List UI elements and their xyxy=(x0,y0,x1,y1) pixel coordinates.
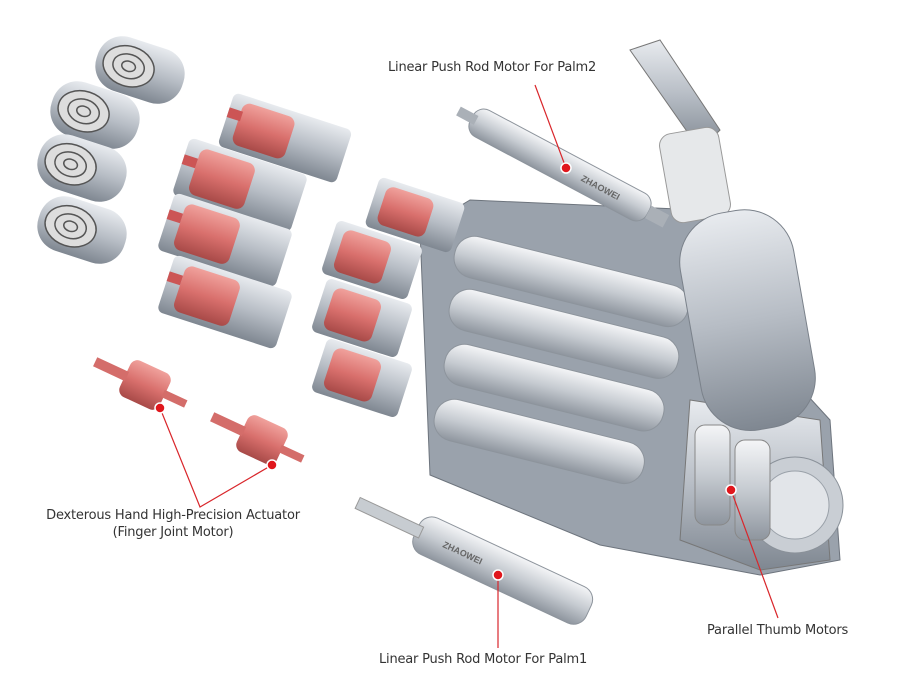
label-thumb-motors: Parallel Thumb Motors xyxy=(707,623,849,638)
label-palm1-motor: Linear Push Rod Motor For Palm1 xyxy=(379,652,588,667)
hand-palm-body xyxy=(419,199,844,576)
callout-lines xyxy=(159,84,779,648)
finger-joint-motor-1 xyxy=(93,357,188,410)
finger-segment-modules xyxy=(158,93,352,349)
label-actuator-line2: (Finger Joint Motor) xyxy=(112,525,234,540)
label-actuator-line1: Dexterous Hand High-Precision Actuator xyxy=(46,508,300,523)
fingertip-pads xyxy=(37,36,185,264)
base-joint-modules xyxy=(312,177,465,417)
label-palm2-motor: Linear Push Rod Motor For Palm2 xyxy=(388,60,597,75)
thumb-assembly xyxy=(629,39,816,431)
palm2-linear-motor: ZHAOWEI xyxy=(456,106,670,228)
callout-dots xyxy=(154,162,737,581)
finger-joint-motor-2 xyxy=(210,412,305,465)
palm1-linear-motor: ZHAOWEI xyxy=(354,496,594,625)
label-actuator: Dexterous Hand High-Precision Actuator (… xyxy=(42,508,304,540)
